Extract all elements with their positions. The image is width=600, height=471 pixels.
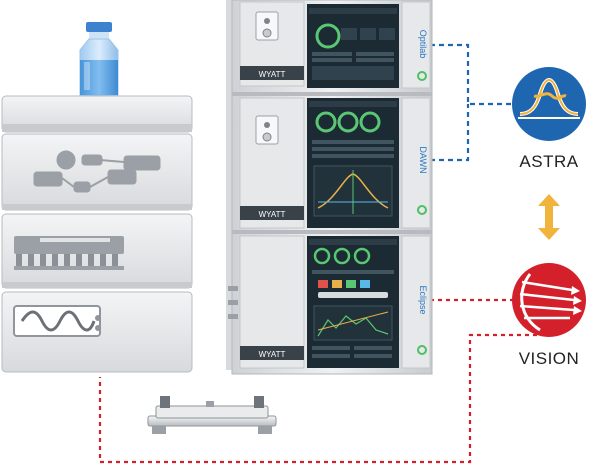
instrument-dawn: WYATT DAWN <box>232 92 432 229</box>
connector-red-lines <box>98 298 553 464</box>
hplc-module-autosampler <box>1 213 193 289</box>
vision-label: VISION <box>518 349 580 368</box>
astra-label: ASTRA <box>519 152 579 171</box>
water-bottle-icon <box>79 22 119 96</box>
side-label-optilab: Optilab <box>418 30 428 59</box>
astra-logo-icon <box>512 67 586 141</box>
instrument-optilab: WYATT Optilab <box>239 1 431 89</box>
brand-logo-top: WYATT <box>259 70 286 79</box>
side-label-dawn: DAWN <box>418 146 428 173</box>
screen-optilab <box>307 4 399 88</box>
flow-schematic-icon <box>33 150 161 193</box>
screen-dawn <box>307 98 399 228</box>
connector-vision-to-pump <box>98 333 553 464</box>
hplc-module-pump <box>1 291 193 373</box>
separation-column-icon <box>147 396 277 434</box>
hplc-stack <box>1 22 193 373</box>
connector-optilab-to-astra <box>430 43 512 106</box>
connector-dawn-to-astra <box>430 104 470 162</box>
hplc-module-mixer <box>1 133 193 211</box>
connector-blue-lines <box>430 43 512 162</box>
vision-logo-icon <box>512 263 586 337</box>
brand-logo-middle: WYATT <box>259 210 286 219</box>
screen-eclipse <box>307 236 399 368</box>
instrument-eclipse: WYATT Ecli <box>228 230 432 369</box>
wyatt-instrument-tower: WYATT Optilab <box>226 0 433 375</box>
double-arrow-icon <box>538 194 560 240</box>
brand-logo-bottom: WYATT <box>259 350 286 359</box>
side-label-eclipse: Eclipse <box>418 285 428 314</box>
